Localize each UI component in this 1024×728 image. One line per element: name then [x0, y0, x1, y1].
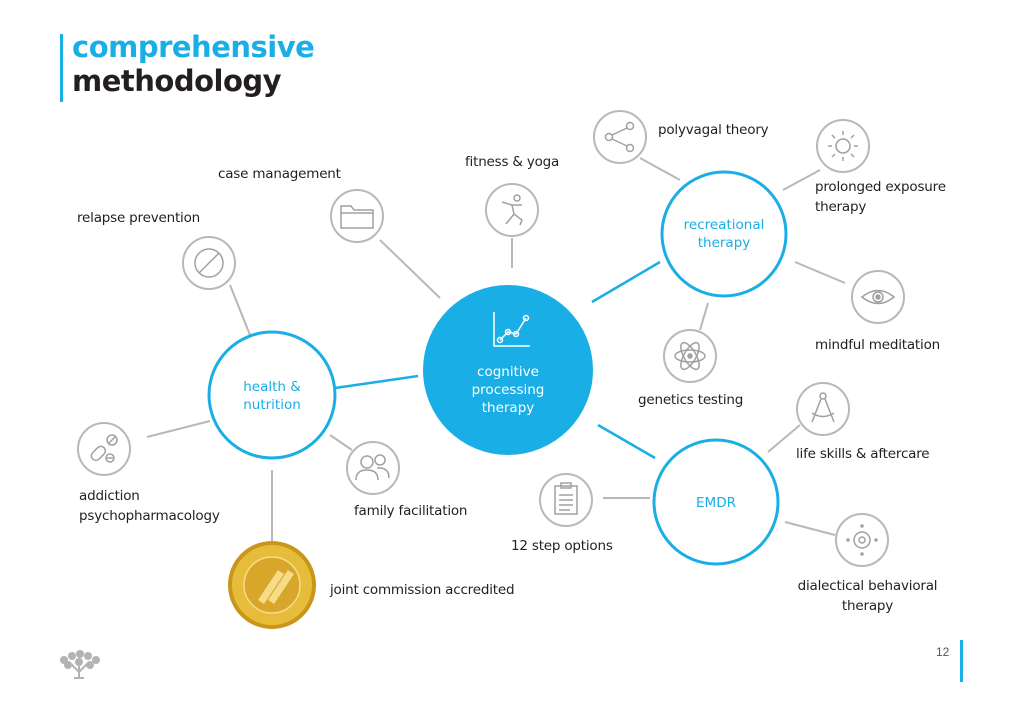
prolonged-exposure-line2: therapy [815, 199, 867, 215]
gold-seal-icon [228, 541, 316, 629]
center-label-line3: therapy [481, 400, 535, 416]
connector-relapse [229, 284, 251, 336]
page-title-line2: methodology [72, 64, 282, 98]
title-accent-bar [60, 34, 63, 102]
connector-lifeskills [767, 424, 801, 453]
hub-emdr-line1: EMDR [696, 495, 736, 511]
polyvagal-theory-label: polyvagal theory [658, 122, 769, 138]
prolonged-exposure-line1: prolonged exposure [815, 179, 946, 195]
tree-logo-icon [60, 650, 100, 679]
addiction-icon-circle [77, 422, 131, 476]
atom-icon [674, 341, 706, 371]
connector-center-emdr [597, 423, 656, 460]
dialectical-line2: therapy [841, 598, 894, 614]
target-icon [846, 524, 878, 556]
dialectical-line1: dialectical behavioral [797, 578, 938, 594]
connector-center-recreational [591, 260, 661, 304]
connector-genetics [699, 302, 709, 331]
family-icon-circle [346, 441, 400, 495]
joint-commission-label: joint commission accredited [330, 582, 515, 598]
life-skills-label: life skills & aftercare [796, 446, 930, 462]
sun-icon [828, 131, 858, 161]
hub-recreational-line2: therapy [697, 235, 751, 251]
case-icon-circle [330, 189, 384, 243]
share-icon [604, 121, 635, 153]
connector-dialectical [784, 521, 836, 536]
polyvagal-icon-circle [593, 110, 647, 164]
people-icon [355, 454, 390, 481]
eye-icon [860, 289, 896, 305]
addiction-line2: psychopharmacology [79, 508, 220, 524]
hub-recreational-label: recreational therapy [664, 216, 784, 252]
center-label-line2: processing [471, 382, 545, 398]
addiction-line1: addiction [79, 488, 140, 504]
prolonged-icon-circle [816, 119, 870, 173]
genetics-testing-label: genetics testing [638, 392, 744, 408]
center-label: cognitive processing therapy [448, 363, 568, 417]
chart-line-icon [493, 312, 530, 347]
hub-health-line1: health & [243, 379, 301, 395]
center-circle [423, 285, 593, 455]
center-label-line1: cognitive [477, 364, 539, 380]
connector-addiction [146, 420, 211, 438]
hub-emdr-label: EMDR [656, 494, 776, 512]
hub-recreational-circle [660, 170, 788, 298]
case-management-label: case management [218, 166, 341, 182]
page-number: 12 [936, 645, 950, 659]
yoga-icon [501, 194, 523, 226]
page-title-line1: comprehensive [72, 30, 315, 64]
compass-icon [811, 392, 835, 423]
page-accent-bar [960, 640, 963, 682]
mindful-meditation-label: mindful meditation [815, 337, 940, 353]
page-title: comprehensive methodology [72, 30, 315, 98]
hub-connectors [334, 260, 661, 460]
relapse-prevention-label: relapse prevention [77, 210, 201, 226]
connector-center-health [334, 374, 419, 390]
lifeskills-icon-circle [796, 382, 850, 436]
hub-health-line2: nutrition [243, 397, 301, 413]
connector-meditation [794, 261, 846, 284]
connector-family [329, 434, 353, 451]
hub-health-label: health & nutrition [212, 378, 332, 414]
clipboard-icon [554, 482, 578, 515]
connector-polyvagal [639, 157, 681, 181]
hub-emdr-circle [652, 438, 780, 566]
fitness-icon-circle [485, 183, 539, 237]
dialectical-icon-circle [835, 513, 889, 567]
prolonged-exposure-label: prolonged exposure therapy [815, 177, 946, 217]
connector-case [379, 239, 441, 299]
twelve-step-label: 12 step options [511, 538, 613, 554]
connector-prolonged [782, 169, 821, 191]
dialectical-label: dialectical behavioral therapy [790, 576, 945, 616]
fitness-yoga-label: fitness & yoga [465, 154, 560, 170]
prohibited-icon [194, 248, 224, 278]
pills-icon [90, 434, 118, 463]
addiction-label: addiction psychopharmacology [79, 486, 220, 526]
hub-recreational-line1: recreational [683, 217, 765, 233]
family-facilitation-label: family facilitation [354, 503, 468, 519]
connector-lines [146, 157, 846, 545]
folder-icon [340, 205, 374, 229]
hub-health-circle [207, 330, 337, 460]
